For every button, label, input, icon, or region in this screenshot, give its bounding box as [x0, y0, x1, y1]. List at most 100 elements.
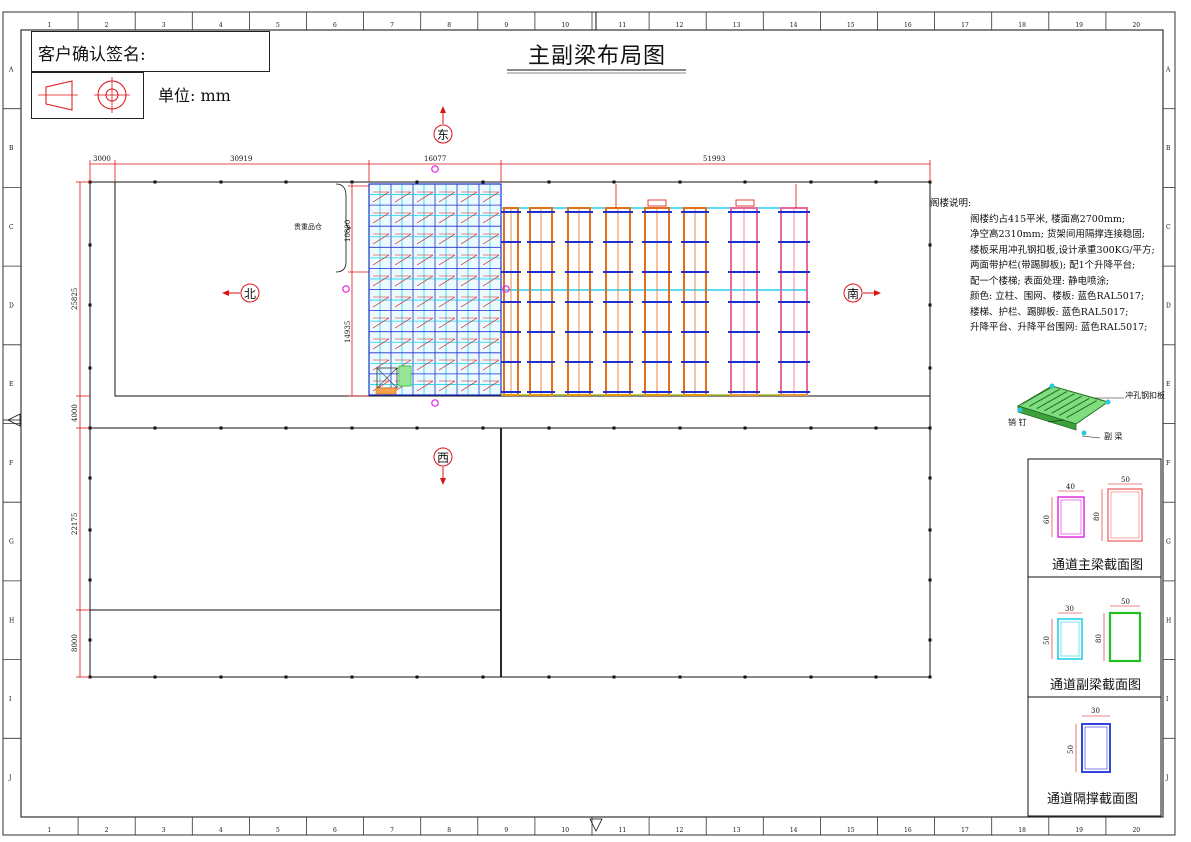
mezzanine-brace: [416, 296, 434, 308]
secondary-beam-section: 30 50 50 80: [1043, 598, 1142, 663]
dim-rack-1: 10890: [344, 220, 352, 242]
mezzanine-brace: [416, 380, 434, 392]
plate-bolt-4: [1081, 430, 1087, 436]
notes-line-3: 楼板采用冲孔钢扣板,设计承重300KG/平方;: [970, 244, 1155, 256]
mezzanine-brace: [372, 191, 390, 203]
column-dot: [415, 426, 419, 430]
grid-row-label-left: H: [9, 617, 14, 624]
compass-north-circle: [240, 283, 260, 303]
spacer-d2: 50: [1067, 745, 1075, 754]
column-dot: [350, 675, 354, 679]
plate-detail-drawing: [1016, 383, 1124, 439]
grid-row-label-left: F: [9, 460, 13, 467]
column-dot: [153, 675, 157, 679]
column-dot: [88, 366, 92, 370]
dim-left-4: 8000: [71, 634, 79, 652]
compass-east-arrowhead: [440, 106, 446, 113]
secondary-beam-profile-1: [1057, 618, 1083, 660]
mezzanine-brace: [482, 296, 500, 308]
grid-col-label-bottom: 6: [333, 827, 337, 834]
column-dot: [928, 243, 932, 247]
grid-row-label-right: F: [1166, 460, 1170, 467]
dim-left-1: 25825: [71, 288, 79, 310]
grid-col-label-bottom: 13: [733, 827, 741, 834]
lift-base: [375, 387, 397, 395]
column-dot: [928, 366, 932, 370]
column-dot: [612, 426, 616, 430]
grid-col-label-top: 15: [847, 22, 855, 29]
projection-trapezoid: [45, 80, 73, 111]
grid-col-label-top: 7: [390, 22, 394, 29]
plate-rib: [1029, 388, 1060, 407]
mezzanine-brace: [394, 254, 412, 266]
column-dot: [88, 476, 92, 480]
plate-bolt-2: [1105, 399, 1111, 405]
mezzanine-brace: [416, 212, 434, 224]
notes-line-5: 配一个楼梯; 表面处理: 静电喷涂;: [970, 275, 1110, 287]
mezzanine-brace: [438, 212, 456, 224]
spacer-dims: [1075, 715, 1110, 772]
dim-left-2: 4000: [71, 404, 79, 422]
column-dot: [415, 675, 419, 679]
grid-col-label-bottom: 3: [162, 827, 166, 834]
main-beam-profile-2-inner: [1110, 491, 1140, 539]
plate-rib: [1036, 391, 1068, 410]
section-panels-frame: [1027, 458, 1162, 817]
main-beam-profile-2: [1107, 488, 1143, 542]
column-dot: [874, 675, 878, 679]
column-dot: [678, 426, 682, 430]
mezzanine-brace: [372, 380, 390, 392]
column-dot: [928, 675, 932, 679]
marker-left: [342, 285, 350, 293]
mezzanine-brace: [482, 275, 500, 287]
plate-rib: [1058, 397, 1090, 416]
column-dot: [809, 180, 813, 184]
grid-row-label-left: G: [9, 539, 14, 546]
compass-east-label: 东: [437, 128, 449, 142]
secondary-beam-dims: [1051, 605, 1140, 661]
grid-row-label-right: G: [1166, 539, 1171, 546]
column-dot: [928, 303, 932, 307]
plate-bolt-1: [1049, 383, 1055, 389]
mezzanine-brace: [438, 275, 456, 287]
mezzanine-brace: [394, 296, 412, 308]
lift-cross: [376, 367, 398, 389]
pin-label: 销 钉: [1008, 417, 1027, 427]
grid-col-label-bottom: 8: [447, 827, 451, 834]
dim-rack-2: 14935: [344, 321, 352, 343]
dim-top-3: 16077: [424, 155, 446, 163]
column-dots: [88, 180, 932, 679]
mezzanine-brace: [372, 317, 390, 329]
mezzanine-brace: [394, 191, 412, 203]
grid-col-label-top: 8: [447, 22, 451, 29]
column-dot: [612, 675, 616, 679]
mezzanine-brace: [460, 233, 478, 245]
mezzanine-brace: [416, 233, 434, 245]
column-dot: [547, 675, 551, 679]
grid-col-label-bottom: 12: [676, 827, 684, 834]
projection-symbol-icon: [38, 77, 130, 113]
column-dot: [415, 180, 419, 184]
grid-col-label-bottom: 1: [48, 827, 52, 834]
column-dot: [219, 180, 223, 184]
mezzanine-brace: [482, 254, 500, 266]
dimensions-rack: [348, 182, 369, 397]
compass-west: 西: [433, 447, 453, 485]
compass-south-arrowhead: [874, 290, 881, 296]
grid-col-label-top: 19: [1075, 22, 1083, 29]
notes-line-1: 阁楼约占415平米, 楼面高2700mm;: [970, 213, 1126, 225]
column-dot: [88, 243, 92, 247]
mezzanine-brace: [438, 359, 456, 371]
column-dot: [874, 180, 878, 184]
mezzanine-brace: [482, 212, 500, 224]
mezzanine-brace: [438, 233, 456, 245]
grid-col-label-bottom: 5: [276, 827, 280, 834]
compass-east-circle: [433, 124, 453, 144]
compass-east: 东: [433, 106, 453, 144]
mezzanine-brace: [416, 317, 434, 329]
grid-col-label-top: 14: [790, 22, 798, 29]
mezzanine-brace: [482, 359, 500, 371]
mezzanine-notes: 阁楼说明: 阁楼约占415平米, 楼面高2700mm; 净空高2310mm; 货…: [930, 196, 1160, 336]
grid-row-label-left: D: [9, 302, 14, 309]
compass-west-arrowhead: [440, 478, 446, 485]
